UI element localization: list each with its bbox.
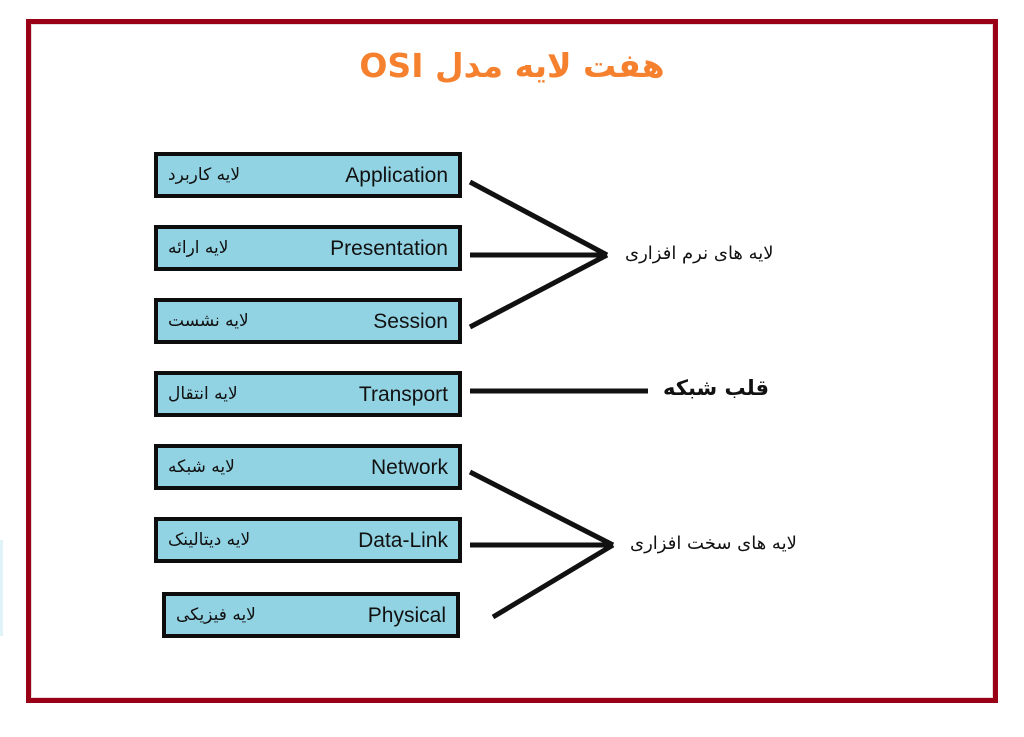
layer-label-en: Transport <box>358 382 448 406</box>
layer-label-en: Presentation <box>330 236 448 260</box>
layer-label-fa: لایه فیزیکی <box>176 604 256 625</box>
group-label-hardware: لایه های سخت افزاری <box>630 533 797 554</box>
layer-label-fa: لایه دیتالینک <box>168 529 251 550</box>
layer-label-fa: لایه نشست <box>168 310 249 331</box>
layer-box-physical[interactable]: لایه فیزیکی Physical <box>162 592 460 638</box>
layer-box-network[interactable]: لایه شبکه Network <box>154 444 462 490</box>
layer-label-fa: لایه شبکه <box>168 456 235 477</box>
layer-label-fa: لایه کاربرد <box>168 164 241 185</box>
layer-label-en: Physical <box>367 603 446 627</box>
layer-label-en: Session <box>373 309 448 333</box>
left-edge-blue-sliver <box>0 540 3 636</box>
layer-box-session[interactable]: لایه نشست Session <box>154 298 462 344</box>
layer-box-presentation[interactable]: لایه ارائه Presentation <box>154 225 462 271</box>
layer-label-fa: لایه ارائه <box>168 237 229 258</box>
layer-label-fa: لایه انتقال <box>168 383 238 404</box>
layer-label-en: Data-Link <box>358 528 448 552</box>
layer-box-data-link[interactable]: لایه دیتالینک Data-Link <box>154 517 462 563</box>
layer-box-transport[interactable]: لایه انتقال Transport <box>154 371 462 417</box>
osi-layer-stack: لایه کاربرد Application لایه ارائه Prese… <box>154 152 464 652</box>
layer-label-en: Application <box>345 163 448 187</box>
page-title: هفت لایه مدل OSI <box>359 46 665 85</box>
group-label-software: لایه های نرم افزاری <box>625 243 774 264</box>
group-label-core: قلب شبکه <box>663 376 770 400</box>
layer-label-en: Network <box>370 455 448 479</box>
layer-box-application[interactable]: لایه کاربرد Application <box>154 152 462 198</box>
